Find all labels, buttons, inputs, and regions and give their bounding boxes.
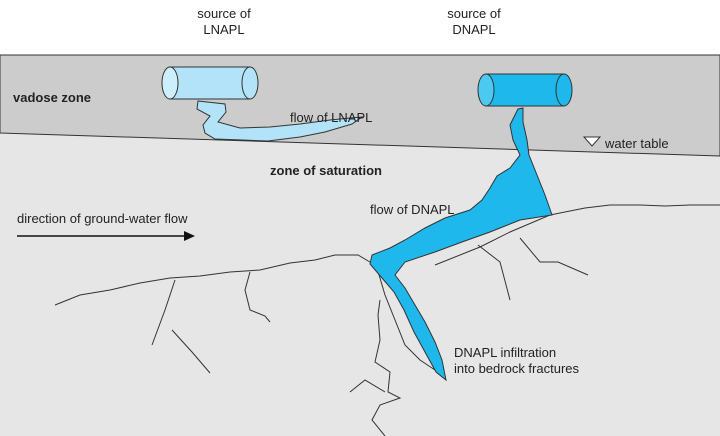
lnapl-source-tank [161, 66, 259, 100]
dnapl-source-label-line-1: source of [447, 6, 501, 21]
water-table-label: water table [605, 136, 669, 151]
lnapl-source-label-line-2: LNAPL [203, 22, 245, 37]
bedrock-fractures [54, 204, 720, 436]
fracture [349, 379, 386, 393]
fracture [171, 329, 211, 374]
fracture [519, 237, 589, 276]
dnapl-infiltration-label-line-2: into bedrock fractures [454, 361, 580, 376]
bedrock-surface-line [54, 254, 386, 306]
lnapl-plume [196, 100, 364, 142]
dnapl-source-label: source of DNAPL [434, 6, 514, 38]
dnapl-infiltration-label: DNAPL infiltration into bedrock fracture… [454, 345, 579, 377]
bedrock-surface-line-right [434, 204, 720, 266]
fracture [477, 244, 511, 301]
fracture [151, 279, 176, 346]
ground-water-flow-label: direction of ground-water flow [17, 211, 188, 226]
dnapl-source-label-line-2: DNAPL [452, 22, 496, 37]
fracture [376, 267, 436, 371]
lnapl-source-label: source of LNAPL [184, 6, 264, 38]
fracture [371, 299, 402, 436]
dnapl-flow-label: flow of DNAPL [370, 202, 455, 217]
vadose-zone-label: vadose zone [13, 90, 92, 105]
ground-water-flow-arrow-icon [17, 231, 195, 241]
dnapl-source-tank [477, 73, 573, 107]
dnapl-infiltration-label-line-1: DNAPL infiltration [454, 345, 557, 360]
water-table-marker-icon [582, 136, 602, 147]
dnapl-plume [369, 107, 553, 382]
lnapl-source-label-line-1: source of [197, 6, 251, 21]
zone-of-saturation-label: zone of saturation [270, 163, 382, 178]
lnapl-flow-label: flow of LNAPL [290, 110, 373, 125]
fracture [244, 271, 271, 323]
